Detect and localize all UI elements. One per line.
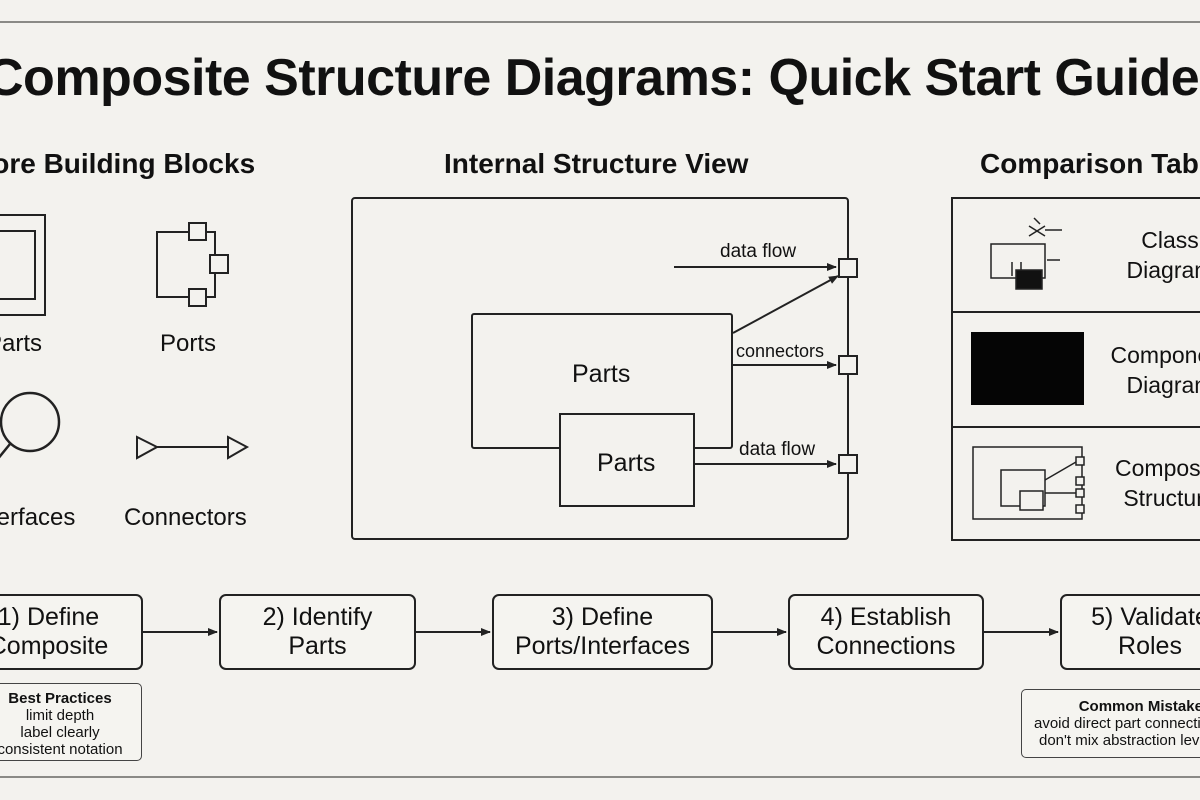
best-practices-title: Best Practices bbox=[8, 690, 112, 707]
inner-part-box bbox=[559, 413, 695, 507]
component-diagram-icon bbox=[971, 332, 1084, 405]
internal-view-heading: Internal Structure View bbox=[444, 148, 749, 179]
connector-icon bbox=[136, 435, 250, 460]
step-5: 5) Validate Roles bbox=[1060, 594, 1200, 670]
block-label-parts: Parts bbox=[0, 330, 43, 357]
edge-label-data-flow-bottom: data flow bbox=[739, 439, 816, 460]
page-title: Composite Structure Diagrams: Quick Star… bbox=[0, 49, 1200, 107]
comparison-table bbox=[951, 197, 1200, 541]
best-practice-item: label clearly bbox=[20, 724, 100, 741]
comparison-heading: Comparison Table bbox=[980, 148, 1200, 179]
edge-label-connectors: connectors bbox=[736, 341, 825, 361]
best-practice-item: limit depth bbox=[25, 707, 95, 724]
inner-part-label: Parts bbox=[597, 449, 656, 477]
port-icon bbox=[156, 222, 229, 307]
common-mistakes-title: Common Mistakes bbox=[1078, 698, 1200, 715]
boundary-ports bbox=[838, 258, 858, 474]
step-1: 1) Define Composite bbox=[0, 594, 143, 670]
part-icon-outer bbox=[0, 214, 46, 316]
block-label-connectors: Connectors bbox=[124, 504, 247, 531]
edge-label-data-flow-top: data flow bbox=[720, 241, 797, 262]
step-2: 2) Identify Parts bbox=[219, 594, 416, 670]
part-icon-inner bbox=[0, 230, 36, 300]
step-3: 3) Define Ports/Interfaces bbox=[492, 594, 713, 670]
comparison-row-class: Class Diagram bbox=[1126, 227, 1200, 283]
table-divider-1 bbox=[951, 311, 1200, 313]
diagonal-connector-arrow bbox=[732, 275, 839, 334]
common-mistakes-note: Common Mistakes avoid direct part connec… bbox=[1021, 689, 1200, 758]
comparison-row-component: Component Diagram bbox=[1110, 342, 1200, 398]
common-mistake-item: don't mix abstraction levels bbox=[1039, 732, 1200, 749]
best-practice-item: consistent notation bbox=[0, 741, 123, 758]
block-label-interfaces: Interfaces bbox=[0, 504, 76, 531]
step-4: 4) Establish Connections bbox=[788, 594, 984, 670]
building-blocks-heading: Core Building Blocks bbox=[0, 148, 256, 179]
class-diagram-icon bbox=[990, 217, 1062, 290]
composite-structure-icon bbox=[972, 446, 1085, 520]
bottom-rule bbox=[0, 776, 1200, 778]
comparison-row-composite: Composite Structure bbox=[1115, 455, 1200, 511]
block-label-ports: Ports bbox=[160, 330, 217, 357]
top-rule bbox=[0, 21, 1200, 23]
table-divider-2 bbox=[951, 426, 1200, 428]
interface-icon bbox=[0, 391, 61, 459]
outer-part-label: Parts bbox=[572, 360, 631, 388]
common-mistake-item: avoid direct part connections bbox=[1034, 715, 1200, 732]
best-practices-note: Best Practices limit depth label clearly… bbox=[0, 683, 142, 761]
